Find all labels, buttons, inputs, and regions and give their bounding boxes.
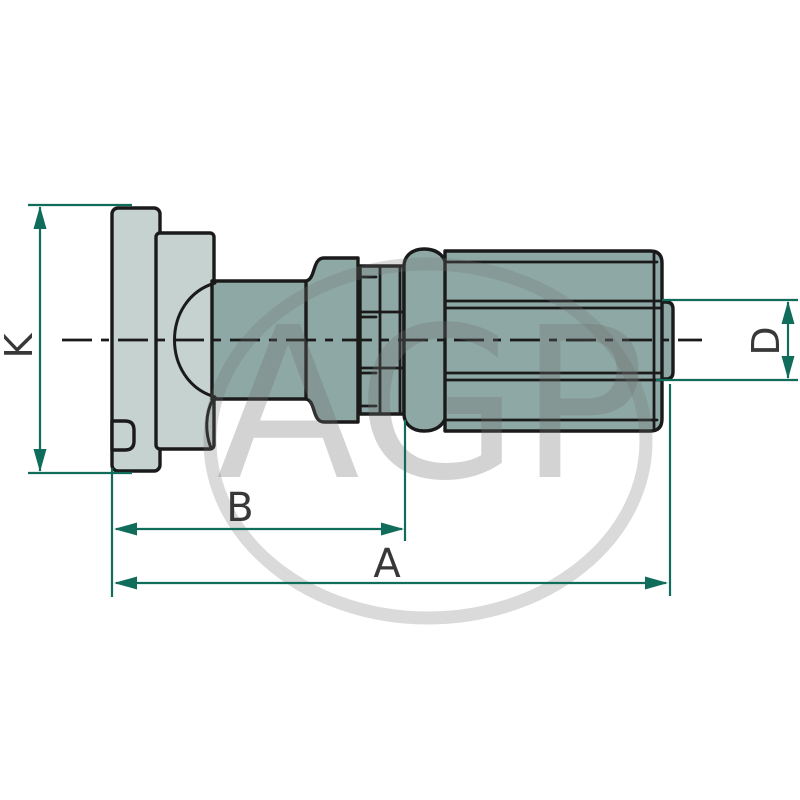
dimension-d: D — [656, 298, 798, 382]
dimension-k: K — [0, 203, 132, 475]
socket-detail-lines — [443, 252, 662, 430]
arrow-down-icon — [33, 449, 47, 472]
dimension-b: B — [110, 420, 407, 597]
watermark-ring — [203, 257, 653, 625]
hub-contour-lower — [205, 397, 215, 450]
dimension-a-label: A — [373, 541, 401, 587]
dimension-d-label: D — [744, 326, 788, 355]
arrow-up-icon — [33, 206, 47, 229]
flange-oring-notch — [110, 419, 136, 452]
dimension-b-label: B — [226, 485, 253, 531]
arrow-left-icon — [114, 522, 137, 536]
dimension-a: A — [114, 384, 672, 596]
dimension-k-label: K — [0, 332, 41, 358]
arrow-left-icon — [114, 576, 137, 590]
arrow-up-icon — [781, 301, 795, 324]
arrow-right-icon — [645, 576, 668, 590]
arrow-right-icon — [381, 522, 404, 536]
watermark-text: AGP — [216, 282, 645, 527]
arrow-down-icon — [781, 356, 795, 379]
watermark: AGP — [203, 257, 653, 625]
